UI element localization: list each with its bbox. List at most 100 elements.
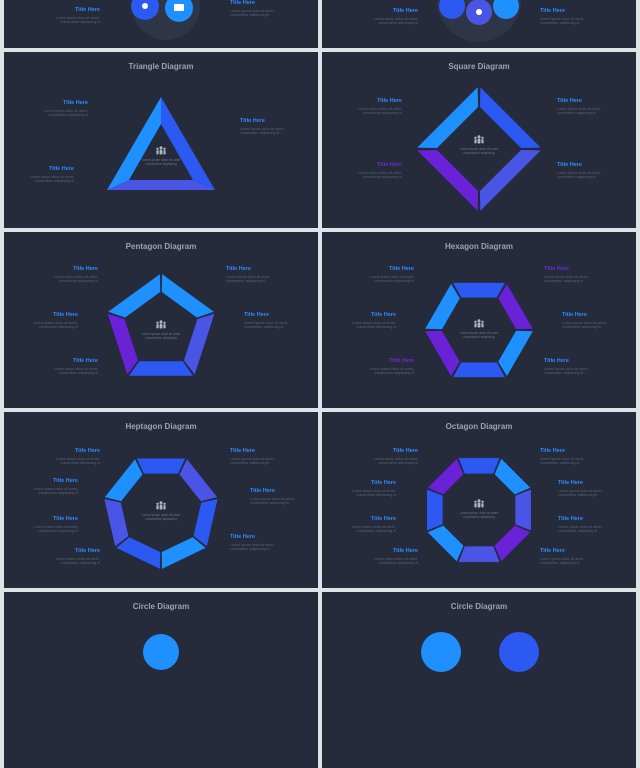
diagram-graphic	[416, 86, 542, 212]
bulb-icon	[142, 3, 148, 9]
slide-title: Octagon Diagram	[445, 422, 513, 431]
diagram-graphic	[143, 634, 179, 670]
label-title: Title Here	[558, 516, 583, 522]
label-title: Title Here	[244, 312, 269, 318]
bulb-icon	[476, 9, 482, 15]
ring-segment	[424, 330, 461, 377]
circle-node	[439, 0, 465, 19]
ring-segment	[179, 458, 218, 502]
label-title: Title Here	[544, 358, 569, 364]
label-title: Title Here	[540, 8, 565, 14]
circle-node	[421, 632, 461, 672]
label-description: Lorem ipsum dolor sit amet, consectetur …	[540, 557, 585, 566]
label-title: Title Here	[389, 358, 414, 364]
diagram-graphic	[421, 632, 539, 672]
diagram-graphic	[426, 457, 532, 563]
label-title: Title Here	[389, 266, 414, 272]
diagram-graphic	[131, 0, 200, 40]
slide-title: Square Diagram	[448, 62, 510, 71]
slide-circle[interactable]: Circle Diagram	[4, 592, 318, 768]
label-description: Lorem ipsum dolor sit amet, consectetur …	[373, 457, 418, 466]
label-description: Lorem ipsum dolor sit amet, consectetur …	[226, 275, 271, 284]
ring-segment	[452, 282, 506, 298]
diagram-center-text: Lorem ipsum dolor sit amet consectetur a…	[459, 331, 499, 339]
label-description: Lorem ipsum dolor sit amet, consectetur …	[540, 457, 585, 466]
slide-title: Circle Diagram	[450, 602, 508, 611]
diagram-graphic	[437, 0, 521, 42]
slide-title: Triangle Diagram	[128, 62, 194, 71]
label-description: Lorem ipsum dolor sit amet, consectetur …	[351, 525, 396, 534]
ring-segment	[452, 362, 506, 378]
label-description: Lorem ipsum dolor sit amet, consectetur …	[29, 175, 74, 184]
chart-icon	[174, 4, 184, 11]
ring-segment	[497, 330, 534, 377]
label-title: Title Here	[558, 480, 583, 486]
diagram-graphic	[107, 97, 215, 190]
label-description: Lorem ipsum dolor sit amet, consectetur …	[544, 275, 589, 284]
label-title: Title Here	[240, 118, 265, 124]
ring-segment	[416, 86, 479, 149]
ring-segment	[515, 489, 532, 531]
polygon-ring	[104, 458, 218, 570]
ring-segment	[494, 458, 531, 495]
label-description: Lorem ipsum dolor sit amet, consectetur …	[33, 525, 78, 534]
label-description: Lorem ipsum dolor sit amet, consectetur …	[55, 457, 100, 466]
label-description: Lorem ipsum dolor sit amet, consectetur …	[230, 457, 275, 466]
ring-segment	[426, 489, 443, 531]
label-title: Title Here	[377, 162, 402, 168]
label-description: Lorem ipsum dolor sit amet, consectetur …	[558, 489, 603, 498]
ring-segment	[136, 458, 186, 475]
polygon-ring	[107, 273, 215, 377]
label-description: Lorem ipsum dolor sit amet, consectetur …	[53, 367, 98, 376]
label-description: Lorem ipsum dolor sit amet, consectetur …	[558, 525, 603, 534]
ring-segment	[104, 498, 129, 547]
ring-segment	[193, 498, 218, 547]
triangle-ring	[107, 97, 215, 190]
label-description: Lorem ipsum dolor sit amet, consectetur …	[244, 321, 289, 330]
circle-node	[131, 0, 159, 20]
label-description: Lorem ipsum dolor sit amet, consectetur …	[562, 321, 607, 330]
label-description: Lorem ipsum dolor sit amet, consectetur …	[557, 107, 602, 116]
label-description: Lorem ipsum dolor sit amet, consectetur …	[544, 367, 589, 376]
ring-segment	[161, 273, 215, 318]
diagram-center-text: Lorem ipsum dolor sit amet consectetur a…	[141, 158, 181, 166]
label-title: Title Here	[371, 480, 396, 486]
slide-title: Heptagon Diagram	[125, 422, 197, 431]
people-group-icon	[156, 146, 166, 155]
label-description: Lorem ipsum dolor sit amet, consectetur …	[369, 367, 414, 376]
label-title: Title Here	[73, 358, 98, 364]
label-description: Lorem ipsum dolor sit amet, consectetur …	[53, 275, 98, 284]
label-description: Lorem ipsum dolor sit amet, consectetur …	[33, 487, 78, 496]
diagram-graphic	[424, 282, 534, 378]
label-description: Lorem ipsum dolor sit amet, consectetur …	[373, 557, 418, 566]
slide-circle[interactable]: Circle Diagram	[322, 592, 636, 768]
ring-segment	[107, 180, 215, 190]
people-group-icon	[156, 320, 166, 329]
label-title: Title Here	[53, 312, 78, 318]
